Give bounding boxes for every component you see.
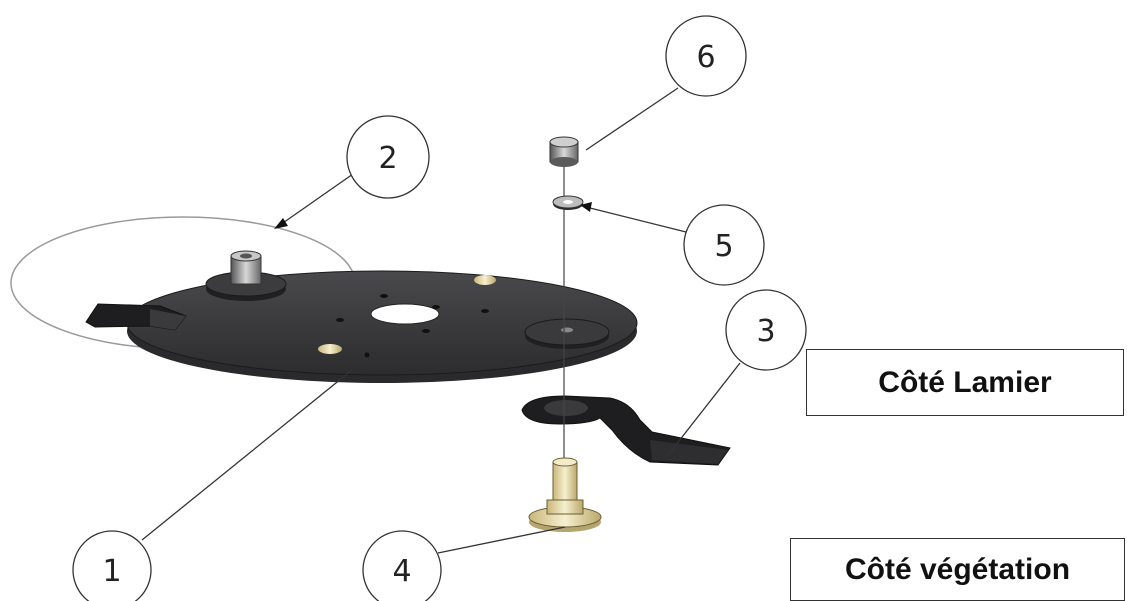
callout-6: 6 xyxy=(665,15,747,97)
callout-2: 2 xyxy=(346,115,430,199)
leader-5-arrow xyxy=(580,202,592,212)
side-lamier-label: Côté Lamier xyxy=(806,349,1124,416)
callout-1: 1 xyxy=(72,530,152,601)
washer-part-5 xyxy=(552,195,584,210)
blade-right-part-3 xyxy=(521,395,731,466)
nut-part-6 xyxy=(549,136,579,167)
leader-4 xyxy=(437,526,566,554)
svg-text:1: 1 xyxy=(102,554,121,589)
leader-2-arrow xyxy=(274,218,288,229)
callout-4: 4 xyxy=(362,530,442,601)
bolt-nut-part-2 xyxy=(205,250,287,301)
leader-1 xyxy=(141,369,353,541)
leader-3 xyxy=(667,362,741,456)
svg-text:6: 6 xyxy=(696,40,715,75)
disc-washer xyxy=(524,318,610,349)
svg-text:5: 5 xyxy=(714,229,733,264)
leader-6 xyxy=(585,87,679,151)
blade-left xyxy=(85,303,187,331)
callout-3: 3 xyxy=(725,289,807,371)
side-vegetation-label: Côté végétation xyxy=(790,538,1125,601)
bolt-part-4 xyxy=(528,457,602,532)
svg-text:3: 3 xyxy=(756,314,775,349)
svg-text:4: 4 xyxy=(392,554,411,589)
svg-text:2: 2 xyxy=(378,141,397,176)
leader-5 xyxy=(589,207,687,233)
callout-5: 5 xyxy=(683,204,765,286)
leader-2 xyxy=(279,173,354,226)
leader-lines xyxy=(141,87,741,554)
